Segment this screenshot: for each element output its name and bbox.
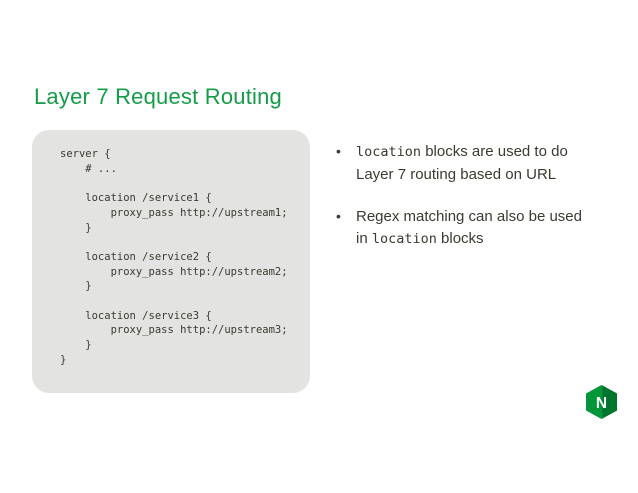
hexagon-right-face: [602, 385, 617, 419]
nginx-config-code-block: server { # ... location /service1 { prox…: [32, 130, 310, 393]
logo-letter: N: [596, 395, 607, 412]
slide-title: Layer 7 Request Routing: [34, 84, 282, 109]
nginx-hexagon-icon: N: [586, 385, 617, 419]
code-text: server { # ... location /service1 { prox…: [60, 148, 288, 366]
bullet-marker: •: [336, 143, 341, 159]
bullet-marker: •: [336, 208, 341, 224]
nginx-logo: N: [586, 385, 617, 419]
